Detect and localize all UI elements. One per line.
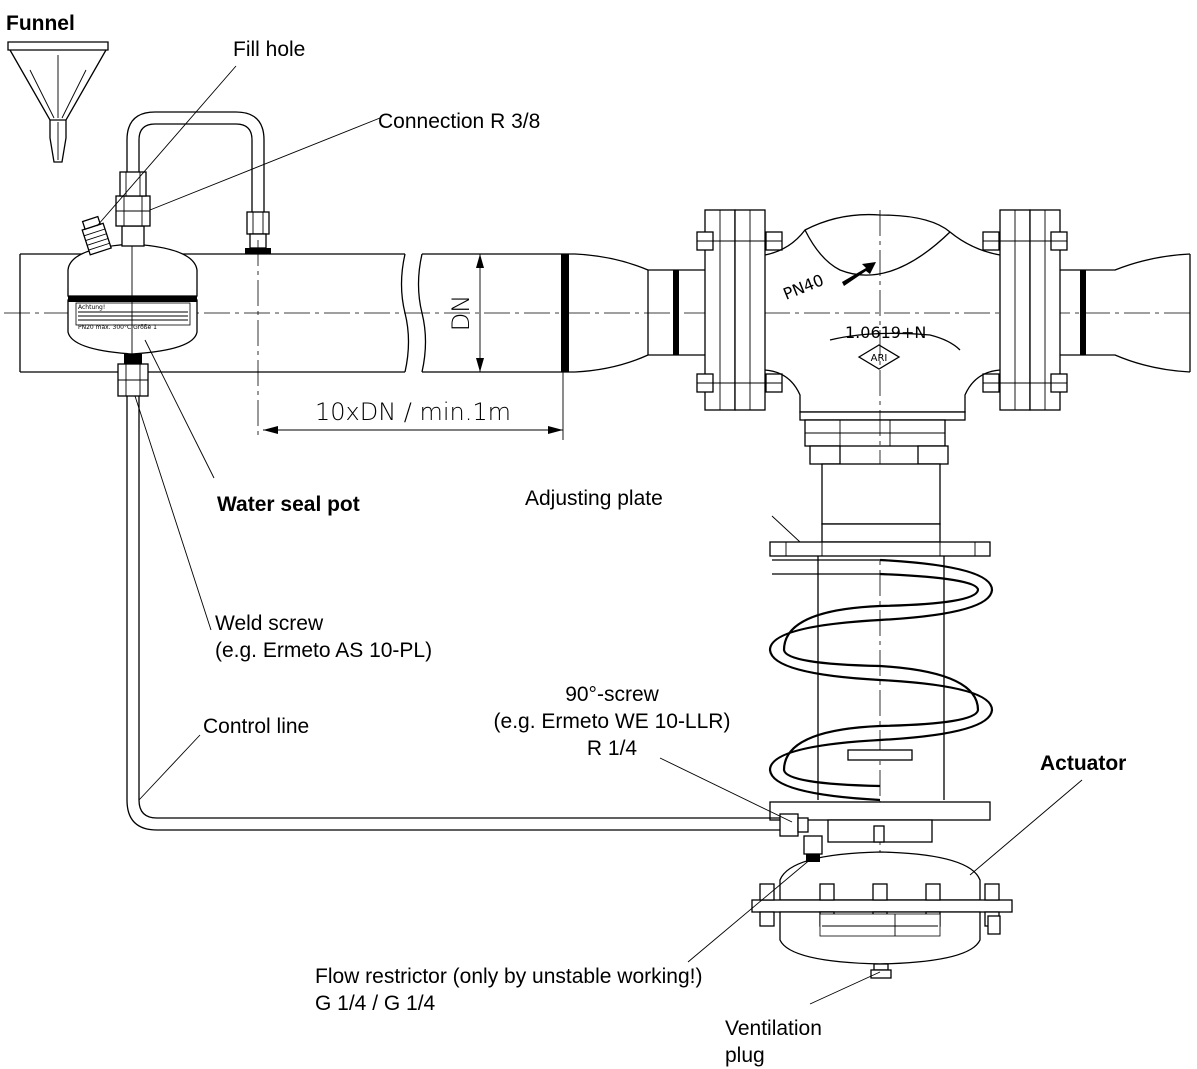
- spring: [768, 556, 994, 802]
- label-actuator: Actuator: [1040, 752, 1126, 775]
- label-90-screw-thread: R 1/4: [587, 737, 638, 760]
- ari-logo: [857, 344, 901, 370]
- flow-arrow-icon: [842, 262, 876, 286]
- actuator: [751, 851, 1013, 979]
- yoke: [821, 463, 941, 543]
- label-fill-hole: Fill hole: [233, 38, 305, 61]
- pressure-rating: PN40: [780, 270, 826, 303]
- label-funnel: Funnel: [6, 12, 75, 35]
- reducer-right: [1060, 253, 1191, 373]
- label-adjusting-plate: Adjusting plate: [525, 487, 663, 510]
- lower-spring-plate: [769, 801, 991, 843]
- pipe-top-fitting: [245, 211, 271, 440]
- valve-body: PN40 1.0619+N ARI: [696, 209, 1068, 465]
- distance-dimension: 10xDN / min.1m: [263, 372, 564, 440]
- leader-lines: [96, 65, 1083, 1005]
- dn-label: DN: [447, 295, 475, 331]
- brand-mark: ARI: [871, 353, 888, 364]
- label-flow-restrictor: Flow restrictor (only by unstable workin…: [315, 965, 702, 988]
- label-water-seal-pot: Water seal pot: [217, 493, 360, 516]
- adjusting-plate: [769, 541, 991, 557]
- pot-connection-fitting: [115, 171, 151, 247]
- label-90-screw: 90°-screw: [565, 683, 659, 706]
- label-control-line: Control line: [203, 715, 309, 738]
- pot-plate-rating: PN20 max. 300°C Größe 1: [78, 324, 157, 331]
- label-90-screw-example: (e.g. Ermeto WE 10-LLR): [494, 710, 731, 733]
- water-seal-pot: Achtung! PN20 max. 300°C Größe 1: [67, 243, 198, 355]
- reducer-left: [574, 253, 705, 373]
- material-mark: 1.0619+N: [845, 323, 926, 342]
- funnel-icon: [7, 41, 109, 163]
- control-line: [126, 396, 823, 862]
- distance-label: 10xDN / min.1m: [315, 398, 511, 426]
- label-flow-restrictor-thread: G 1/4 / G 1/4: [315, 992, 436, 1015]
- label-weld-screw: Weld screw: [215, 612, 324, 635]
- label-ventilation: Ventilation: [725, 1017, 822, 1040]
- label-connection: Connection R 3/8: [378, 110, 540, 133]
- fill-hole-plug: [81, 215, 112, 256]
- pot-bottom-fitting: [117, 354, 149, 397]
- pot-plate-title: Achtung!: [78, 304, 105, 311]
- dn-dimension: DN: [447, 254, 484, 372]
- label-ventilation-plug: plug: [725, 1044, 765, 1067]
- label-weld-screw-example: (e.g. Ermeto AS 10-PL): [215, 639, 432, 662]
